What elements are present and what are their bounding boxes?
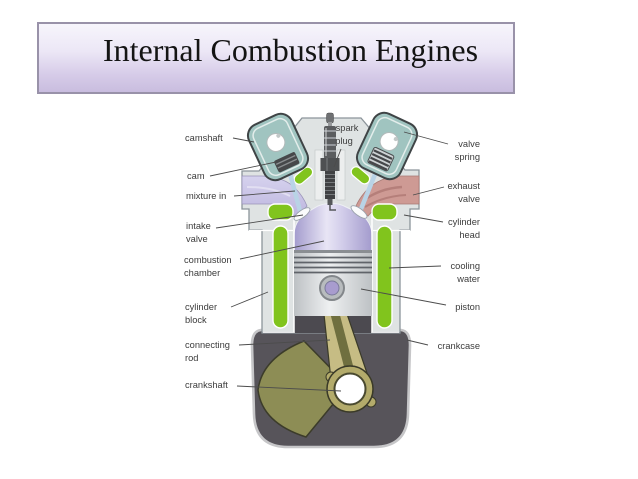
cooling-water-passages bbox=[267, 166, 398, 329]
camshaft-cover-left bbox=[246, 112, 310, 182]
title-banner: Internal Combustion Engines bbox=[37, 22, 515, 94]
label-mixture-in: mixture in bbox=[186, 191, 226, 201]
label-intake-valve: intake bbox=[186, 221, 211, 231]
label-piston: piston bbox=[455, 302, 480, 312]
camshaft-circle bbox=[266, 132, 286, 152]
label-spark-plug: plug bbox=[335, 136, 353, 146]
label-cooling-water: water bbox=[456, 274, 480, 284]
label-valve-spring: spring bbox=[455, 152, 480, 162]
label-cylinder-head: head bbox=[459, 230, 480, 240]
label-exhaust-valve: exhaust bbox=[447, 181, 480, 191]
camshaft-cover-right bbox=[355, 111, 419, 181]
crankshaft-journal bbox=[325, 365, 377, 413]
labels: camshaft cam mixture in intake valve com… bbox=[184, 123, 480, 390]
label-connecting-rod: rod bbox=[185, 353, 198, 363]
label-intake-valve: valve bbox=[186, 234, 208, 244]
label-cylinder-head: cylinder bbox=[448, 217, 480, 227]
label-exhaust-valve: valve bbox=[458, 194, 480, 204]
cam-follower bbox=[274, 152, 300, 173]
label-cooling-water: cooling bbox=[451, 261, 480, 271]
slide-title: Internal Combustion Engines bbox=[103, 32, 479, 68]
label-crankcase: crankcase bbox=[438, 341, 480, 351]
valve-spring bbox=[367, 146, 395, 172]
piston bbox=[294, 250, 372, 316]
label-combustion-chamber: combustion bbox=[184, 255, 232, 265]
label-camshaft: camshaft bbox=[185, 133, 223, 143]
label-valve-spring: valve bbox=[458, 139, 480, 149]
label-cylinder-block: block bbox=[185, 315, 207, 325]
leader-lines bbox=[209, 131, 449, 392]
label-cam: cam bbox=[187, 171, 205, 181]
spark-plug bbox=[314, 112, 346, 211]
label-spark-plug: spark bbox=[336, 123, 359, 133]
label-cylinder-block: cylinder bbox=[185, 302, 217, 312]
label-crankshaft: crankshaft bbox=[185, 380, 228, 390]
label-combustion-chamber: chamber bbox=[184, 268, 220, 278]
camshaft-circle bbox=[379, 131, 399, 151]
label-connecting-rod: connecting bbox=[185, 340, 230, 350]
